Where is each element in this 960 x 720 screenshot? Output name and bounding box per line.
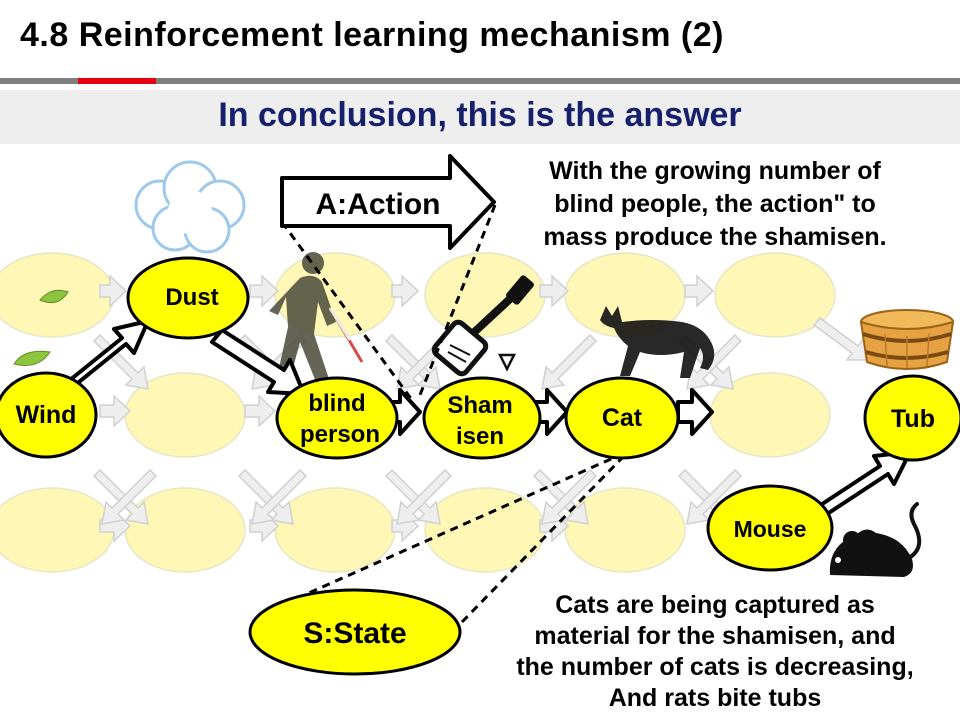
wooden-tub-icon (859, 309, 955, 370)
shamisen-icon (431, 275, 534, 377)
grid-node (0, 487, 115, 573)
action-note-line: blind people, the action" to (554, 190, 876, 218)
node-state (248, 588, 462, 676)
grid-node (274, 487, 396, 573)
node-mouse-label: Mouse (734, 516, 807, 542)
title-divider (0, 78, 960, 84)
state-note-line: the number of cats is decreasing, (516, 653, 914, 681)
node-blind-label-2: person (300, 421, 380, 448)
subtitle: In conclusion, this is the answer (218, 96, 742, 134)
state-explanation: Cats are being captured as material for … (470, 590, 960, 714)
node-cat (564, 376, 680, 460)
node-blind-person (275, 376, 399, 460)
grid-node (424, 487, 546, 573)
dust-to-blind-arrow (210, 328, 306, 396)
node-tub-label: Tub (891, 405, 935, 433)
cat-icon (600, 306, 715, 378)
page-title: 4.8 Reinforcement learning mechanism (2) (20, 16, 724, 54)
cat-to-next-arrow (676, 388, 714, 436)
subtitle-band (0, 90, 960, 144)
grid-node (714, 252, 836, 338)
node-shamisen-label-2: isen (456, 423, 504, 450)
cloud-icon (134, 160, 246, 254)
leaf-icon (13, 289, 69, 366)
state-note-line: material for the shamisen, and (534, 622, 896, 650)
action-note-line: mass produce the shamisen. (543, 223, 887, 251)
node-shamisen-label-1: Sham (447, 392, 512, 419)
state-note-line: Cats are being captured as (555, 591, 875, 619)
dashed-leader-lines (280, 204, 624, 624)
node-dust (126, 256, 250, 340)
node-cat-label: Cat (602, 404, 643, 432)
node-tub (863, 374, 960, 462)
mouse-to-tub-arrow (808, 450, 912, 522)
state-note-line: And rats bite tubs (608, 684, 822, 712)
action-explanation: With the growing number of blind people,… (490, 155, 940, 254)
node-dust-label: Dust (165, 284, 218, 311)
highlighted-state-nodes (0, 256, 960, 676)
mouse-icon (829, 502, 922, 577)
state-label: S:State (303, 617, 406, 650)
node-blind-label-1: blind (308, 390, 365, 417)
node-wind (0, 371, 98, 459)
action-note-line: With the growing number of (549, 157, 881, 185)
node-wind-label: Wind (16, 401, 77, 429)
wind-to-dust-arrow (68, 319, 150, 388)
grid-node (124, 487, 246, 573)
node-mouse (706, 484, 834, 572)
action-path-arrows (68, 319, 912, 522)
title-accent-bar (78, 78, 156, 84)
action-arrow (280, 154, 496, 250)
node-shamisen (422, 376, 542, 460)
action-label: A:Action (316, 188, 441, 221)
grid-node (564, 487, 686, 573)
